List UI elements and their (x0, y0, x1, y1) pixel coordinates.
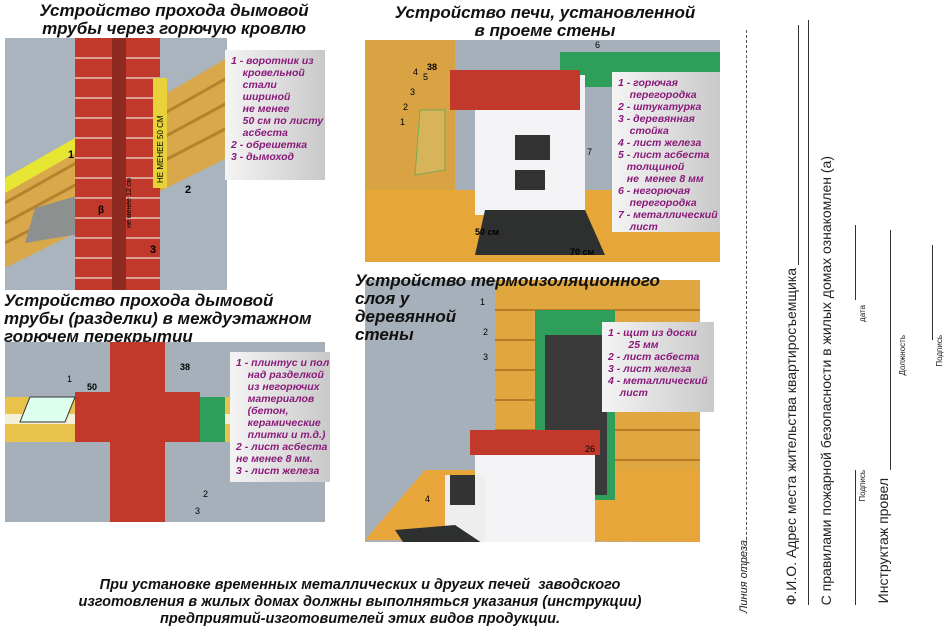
legend-item: керамические (236, 417, 321, 429)
position-label: Должность (898, 335, 907, 376)
panel3-label-2: 2 (203, 489, 208, 499)
legend-item: не менее 8 мм. (236, 453, 313, 465)
panel4-label-1: 1 (480, 297, 485, 307)
panel3-illustration: 50 38 1 2 3 (5, 342, 325, 522)
panel1-legend: 1 - воротник из кровельной стали шириной… (225, 50, 325, 180)
legend-item: 3 - лист железа (608, 363, 692, 375)
cut-line-label: Линия отреза (738, 539, 750, 613)
panel2-label-2: 2 (403, 102, 408, 112)
footer-note: При установке временных металлических и … (78, 577, 642, 627)
panel4-label-3: 3 (483, 352, 488, 362)
signature2-line[interactable] (932, 245, 933, 340)
legend-item: 1 - щит из доски (608, 327, 697, 339)
legend-item: 2 - лист асбеста (236, 441, 328, 453)
panel2-label-38: 38 (427, 62, 437, 72)
legend-item: кровельной (231, 67, 305, 79)
panel2-label-50: 50 см (475, 227, 500, 237)
legend-item: не менее 8 мм (618, 173, 704, 185)
panel1-label-beta: β (98, 205, 104, 216)
date-label: дата (858, 305, 867, 322)
panel2-label-3: 3 (410, 87, 415, 97)
legend-item: плитки и т.д.) (236, 429, 326, 441)
legend-item: толщиной (618, 161, 685, 173)
panel3-label-38: 38 (180, 362, 190, 372)
legend-item: стали (231, 79, 277, 91)
legend-item: 4 - металлический (608, 375, 708, 387)
legend-item: 3 - лист железа (236, 465, 320, 477)
legend-item: (бетон, (236, 405, 289, 417)
panel3-label-50: 50 (87, 382, 97, 392)
legend-item: 1 - плинтус и пол (236, 357, 330, 369)
panel3-label-3: 3 (195, 506, 200, 516)
legend-item: перегородка (618, 197, 697, 209)
separator-line (808, 20, 809, 605)
legend-item: перегородка (618, 89, 697, 101)
panel4-label-2: 2 (483, 327, 488, 337)
panel1-title: Устройство прохода дымовой трубы через г… (39, 1, 309, 38)
panel4-title: Устройство термоизоляционного слоя у дер… (355, 271, 660, 344)
legend-item: 6 - негорючая (618, 185, 691, 197)
legend-item: не менее (231, 103, 290, 115)
legend-item: 1 - горючая (618, 77, 678, 89)
legend-item: стойка (618, 125, 669, 137)
panel2-label-7: 7 (587, 147, 592, 157)
panel1-label-3: 3 (150, 244, 156, 256)
panel1-label-min50: НЕ МЕНЕЕ 50 СМ (156, 115, 165, 183)
legend-item: 3 - деревянная (618, 113, 695, 125)
legend-item: 25 мм (608, 339, 659, 351)
instructor-label: Инструктаж провел (875, 477, 891, 603)
signature1-label: Подпись (858, 470, 867, 502)
legend-item: 50 см по листу (231, 115, 324, 127)
legend-item: 5 - лист асбеста (618, 149, 710, 161)
fio-label: Ф.И.О. Адрес места жительства квартиросъ… (783, 267, 799, 605)
panel1-label-min12: не менее 12 см (126, 178, 133, 228)
date-line[interactable] (855, 225, 856, 300)
panel1-label-2: 2 (185, 184, 191, 196)
panel1-illustration: 1 2 3 β НЕ МЕНЕЕ 50 СМ не менее 12 см (5, 38, 227, 290)
panel4-label-26: 26 (585, 444, 595, 454)
panel3-legend: 1 - плинтус и пол над разделкой из негор… (230, 352, 330, 482)
legend-item: лист (618, 221, 658, 233)
panel4-label-4: 4 (425, 494, 430, 504)
legend-item: асбеста (231, 127, 288, 139)
legend-item: шириной (231, 91, 291, 103)
legend-item: лист (608, 387, 648, 399)
cut-line (746, 30, 747, 570)
fio-field-line[interactable] (798, 25, 799, 265)
legend-item: 7 - металлический (618, 209, 718, 221)
panel3-label-1: 1 (67, 374, 72, 384)
legend-item: 2 - обрешетка (231, 139, 308, 151)
legend-item: материалов (236, 393, 315, 405)
panel2-label-5: 5 (423, 72, 428, 82)
legend-item: из негорючих (236, 381, 320, 393)
panel2-label-4: 4 (413, 67, 418, 77)
legend-item: 2 - лист асбеста (608, 351, 700, 363)
legend-item: 2 - штукатурка (618, 101, 702, 113)
panel3-title: Устройство прохода дымовой трубы (раздел… (4, 291, 312, 346)
legend-item: 1 - воротник из (231, 55, 314, 67)
rules-label: С правилами пожарной безопасности в жилы… (818, 155, 834, 605)
legend-item: 4 - лист железа (618, 137, 702, 149)
panel1-label-1: 1 (68, 149, 74, 161)
panel2-label-6: 6 (595, 40, 600, 50)
panel2-title: Устройство печи, установленной в проеме … (394, 3, 696, 40)
panel2-label-70: 70 см (570, 247, 595, 257)
signature1-line[interactable] (855, 470, 856, 605)
panel2-label-1: 1 (400, 117, 405, 127)
signature2-label: Подпись (935, 335, 944, 367)
legend-item: 3 - дымоход (231, 151, 295, 163)
legend-item: над разделкой (236, 369, 324, 381)
instructor-line[interactable] (890, 230, 891, 470)
